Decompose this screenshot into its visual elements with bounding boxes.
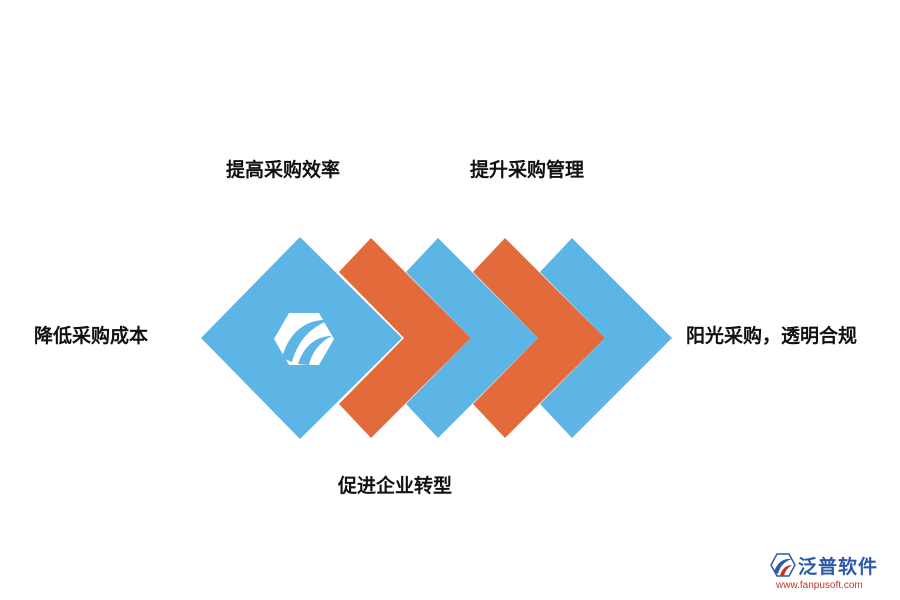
chevron-orange-2 [473, 238, 605, 438]
label-improve-efficiency: 提高采购效率 [226, 159, 341, 181]
label-reduce-cost: 降低采购成本 [34, 325, 149, 347]
chevron-orange-1 [339, 238, 471, 438]
brand-name: 泛普软件 [798, 556, 879, 578]
brand-watermark: 泛普软件 www.fanpusoft.com [770, 552, 895, 596]
chevron-blue-1 [406, 238, 538, 438]
fanpu-logo-icon [274, 313, 334, 365]
brand-url: www.fanpusoft.com [776, 580, 863, 591]
label-improve-management: 提升采购管理 [470, 159, 585, 181]
label-promote-transformation: 促进企业转型 [338, 475, 453, 497]
chevron-blue-2 [540, 238, 672, 438]
label-transparent-compliance: 阳光采购，透明合规 [686, 325, 858, 347]
fanpu-logo-icon [770, 553, 796, 577]
